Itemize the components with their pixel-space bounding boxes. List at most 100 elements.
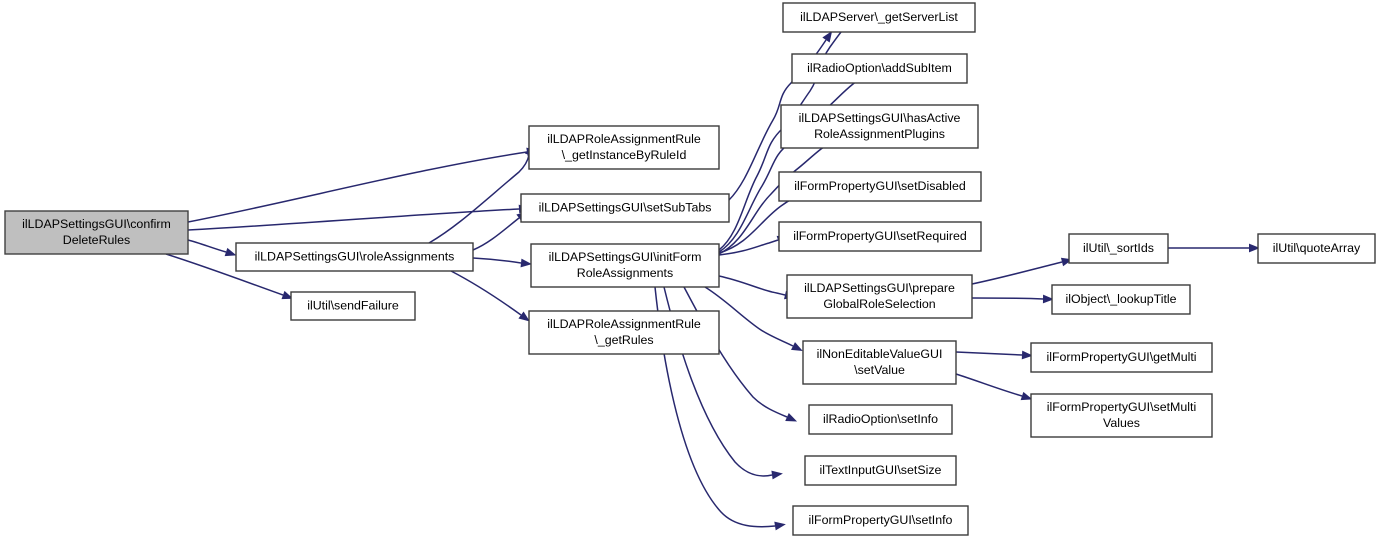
call-edge bbox=[955, 373, 1033, 401]
node-label: GlobalRoleSelection bbox=[823, 297, 935, 311]
node-box[interactable] bbox=[802, 340, 957, 385]
graph-node[interactable]: ilLDAPRoleAssignmentRule \_getInstanceByR… bbox=[528, 125, 720, 170]
edge-line bbox=[718, 275, 786, 296]
graph-node[interactable]: ilTextInputGUI\setSize bbox=[804, 455, 957, 486]
edge-arrowhead bbox=[822, 30, 833, 43]
call-edge bbox=[450, 270, 530, 322]
edge-line bbox=[187, 151, 528, 223]
graph-node[interactable]: ilLDAPSettingsGUI\setSubTabs bbox=[520, 193, 730, 223]
call-edge bbox=[955, 350, 1033, 360]
node-box[interactable] bbox=[528, 125, 720, 170]
edge-line bbox=[187, 208, 520, 231]
edge-line bbox=[428, 154, 530, 244]
edge-line bbox=[971, 297, 1044, 300]
edge-line bbox=[955, 373, 1023, 397]
graph-node[interactable]: ilLDAPRoleAssignmentRule \_getRules bbox=[528, 310, 720, 355]
node-box[interactable] bbox=[528, 310, 720, 355]
node-label: ilLDAPSettingsGUI\roleAssignments bbox=[255, 249, 455, 263]
node-label: DeleteRules bbox=[63, 233, 131, 247]
edge-line bbox=[718, 239, 779, 256]
edge-line bbox=[472, 217, 520, 251]
node-label: RoleAssignmentPlugins bbox=[814, 127, 945, 141]
call-edge bbox=[187, 239, 237, 257]
node-box[interactable] bbox=[1257, 233, 1376, 264]
edge-line bbox=[728, 39, 827, 201]
graph-node[interactable]: ilLDAPSettingsGUI\initFormRoleAssignment… bbox=[530, 243, 720, 288]
call-edge bbox=[971, 294, 1054, 304]
node-box[interactable] bbox=[808, 404, 953, 435]
edge-line bbox=[472, 257, 522, 264]
node-box[interactable] bbox=[1030, 393, 1213, 438]
node-label: ilRadioOption\setInfo bbox=[823, 412, 938, 426]
node-label: ilLDAPRoleAssignmentRule bbox=[547, 132, 701, 146]
node-box[interactable] bbox=[235, 242, 474, 272]
node-label: ilLDAPServer\_getServerList bbox=[800, 10, 958, 24]
call-edge bbox=[704, 286, 803, 351]
node-label: ilLDAPSettingsGUI\prepare bbox=[804, 281, 955, 295]
node-box[interactable] bbox=[778, 171, 982, 202]
node-box[interactable] bbox=[290, 291, 416, 321]
node-box[interactable] bbox=[780, 104, 979, 149]
node-label: ilLDAPSettingsGUI\initForm bbox=[549, 250, 702, 264]
node-label: ilTextInputGUI\setSize bbox=[820, 463, 942, 477]
graph-node[interactable]: ilLDAPSettingsGUI\hasActiveRoleAssignmen… bbox=[780, 104, 979, 149]
node-label: \_getInstanceByRuleId bbox=[562, 148, 687, 162]
graph-node[interactable]: ilRadioOption\addSubItem bbox=[791, 53, 968, 84]
graph-node[interactable]: ilObject\_lookupTitle bbox=[1051, 284, 1191, 315]
node-label: ilLDAPRoleAssignmentRule bbox=[547, 317, 701, 331]
graph-node[interactable]: ilFormPropertyGUI\setRequired bbox=[778, 221, 982, 252]
edge-arrowhead bbox=[1249, 243, 1260, 253]
graph-node[interactable]: ilLDAPServer\_getServerList bbox=[782, 2, 976, 33]
node-label: ilUtil\quoteArray bbox=[1273, 241, 1361, 255]
node-label: RoleAssignments bbox=[577, 266, 673, 280]
node-label: ilUtil\_sortIds bbox=[1083, 241, 1154, 255]
node-label: ilLDAPSettingsGUI\hasActive bbox=[799, 111, 961, 125]
edge-line bbox=[165, 253, 284, 296]
node-label: ilFormPropertyGUI\getMulti bbox=[1046, 350, 1196, 364]
edge-line bbox=[971, 261, 1063, 285]
node-box[interactable] bbox=[792, 505, 969, 536]
edge-arrowhead bbox=[520, 258, 532, 268]
edge-arrowhead bbox=[1042, 294, 1054, 304]
edge-arrowhead bbox=[774, 521, 786, 531]
graph-node[interactable]: ilFormPropertyGUI\getMulti bbox=[1030, 342, 1213, 373]
node-label: ilLDAPSettingsGUI\confirm bbox=[22, 217, 171, 231]
graph-node[interactable]: ilUtil\sendFailure bbox=[290, 291, 416, 321]
graph-node[interactable]: ilNonEditableValueGUI \setValue bbox=[802, 340, 957, 385]
node-box[interactable] bbox=[4, 210, 189, 255]
node-box[interactable] bbox=[520, 193, 730, 223]
node-box[interactable] bbox=[786, 274, 973, 319]
graph-node[interactable]: ilLDAPSettingsGUI\prepareGlobalRoleSelec… bbox=[786, 274, 973, 319]
graph-node[interactable]: ilRadioOption\setInfo bbox=[808, 404, 953, 435]
edge-arrowhead bbox=[791, 342, 803, 351]
edge-line bbox=[450, 270, 522, 316]
edge-arrowhead bbox=[1021, 350, 1033, 360]
call-edge bbox=[187, 204, 530, 231]
node-box[interactable] bbox=[1068, 233, 1169, 264]
node-label: ilObject\_lookupTitle bbox=[1065, 292, 1176, 306]
edge-arrowhead bbox=[518, 311, 530, 322]
node-label: ilNonEditableValueGUI bbox=[817, 347, 943, 361]
edge-arrowhead bbox=[785, 412, 798, 422]
node-box[interactable] bbox=[804, 455, 957, 486]
node-box[interactable] bbox=[530, 243, 720, 288]
node-label: \setValue bbox=[854, 363, 905, 377]
node-box[interactable] bbox=[791, 53, 968, 84]
call-edge bbox=[1168, 243, 1260, 253]
node-label: \_getRules bbox=[594, 333, 653, 347]
graph-node[interactable]: ilUtil\quoteArray bbox=[1257, 233, 1376, 264]
node-box[interactable] bbox=[1030, 342, 1213, 373]
graph-node[interactable]: ilLDAPSettingsGUI\roleAssignments bbox=[235, 242, 474, 272]
node-box[interactable] bbox=[778, 221, 982, 252]
call-edge bbox=[428, 144, 534, 244]
graph-node[interactable]: ilFormPropertyGUI\setDisabled bbox=[778, 171, 982, 202]
graph-node[interactable]: ilFormPropertyGUI\setInfo bbox=[792, 505, 969, 536]
graph-node[interactable]: ilUtil\_sortIds bbox=[1068, 233, 1169, 264]
node-box[interactable] bbox=[1051, 284, 1191, 315]
nodes-layer: ilLDAPSettingsGUI\confirmDeleteRulesilLD… bbox=[4, 2, 1376, 536]
node-box[interactable] bbox=[782, 2, 976, 33]
